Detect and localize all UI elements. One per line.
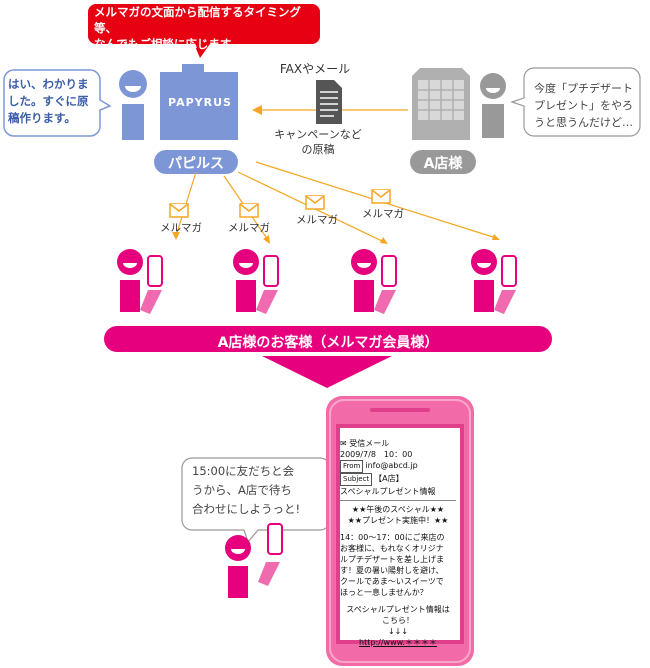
mail-footer-1: スペシャルプレゼント情報は <box>346 605 450 614</box>
customer-icon <box>471 249 517 314</box>
shop-owner-icon <box>480 73 506 138</box>
papyrus-building-icon <box>160 64 238 140</box>
mail-title: スペシャルプレゼント情報 <box>340 487 436 496</box>
customer-icon <box>351 249 397 314</box>
envelope-icon <box>305 195 325 210</box>
mail-header: 受信メール <box>349 439 390 448</box>
subject-tag: Subject <box>340 473 373 486</box>
fax-caption: キャンペーンなど の原稿 <box>274 128 362 156</box>
shop-pill <box>410 150 476 174</box>
mail-label: メルマガ <box>228 222 270 234</box>
mail-arrows: ↓↓↓ <box>387 627 409 636</box>
mail-label: メルマガ <box>160 222 202 234</box>
shop-bubble-shape <box>510 67 641 137</box>
shop-building-icon <box>412 68 470 140</box>
envelope-icons <box>169 189 391 218</box>
mail-from: info@abcd.jp <box>365 461 418 470</box>
fax-label: FAXやメール <box>279 62 351 76</box>
callout-shape <box>88 4 320 58</box>
envelope-icon: ✉ <box>340 439 350 448</box>
arrow-to-papyrus <box>252 105 262 115</box>
mail-link[interactable]: http://www.＊＊＊＊ <box>359 638 437 647</box>
papyrus-label: パピルス <box>168 156 224 172</box>
envelope-icon <box>169 203 189 218</box>
mail-arrowheads <box>172 232 500 244</box>
papyrus-pill <box>154 150 238 174</box>
mail-headline-1: ★★午後のスペシャル★★ <box>351 505 445 514</box>
mail-headline-2: ★★プレゼント実施中！★★ <box>347 516 449 525</box>
papyrus-callout: メルマガの文面から配信するタイミング等、 なんでもご相談に応じます。 <box>94 5 301 51</box>
customer-bubble-text: 15:00に友だちと会 うから、A店で待ち 合わせにしようっと! <box>192 464 301 516</box>
customer-icon <box>233 249 279 314</box>
papyrus-logo-text: PAPYRUS <box>168 96 232 109</box>
members-band <box>104 326 552 352</box>
shop-label: A店様 <box>423 156 463 172</box>
envelope-icon <box>371 189 391 204</box>
customer-icon <box>225 523 283 598</box>
reply-bubble-shape <box>3 69 112 137</box>
mail-label: メルマガ <box>296 214 338 226</box>
mail-label: メルマガ <box>362 208 404 220</box>
members-band-label: A店様のお客様（メルマガ会員様） <box>217 335 439 351</box>
from-tag: From <box>340 460 364 473</box>
document-icon <box>316 80 342 124</box>
papyrus-staff-icon <box>119 70 147 140</box>
mail-date: 2009/7/8 10：00 <box>340 450 413 459</box>
papyrus-reply-text: はい、わかりま した。すぐに原 稿作ります。 <box>8 77 89 125</box>
mail-subject: 【A店】 <box>374 474 404 483</box>
shop-bubble-text: 今度「プチデザート プレゼント」をやろ うと思うんだけど… <box>534 82 633 129</box>
mail-body: 14：00～17：00にご来店の お客様に、もれなくオリジナ ルプチデザートを差… <box>340 533 445 597</box>
mail-subject-row: Subject【A店】 <box>340 473 456 486</box>
down-arrow <box>262 356 392 388</box>
mail-footer-2: こちら！ <box>382 616 414 625</box>
mail-header-row: ✉ 受信メール <box>340 438 456 449</box>
envelope-icon <box>239 203 259 218</box>
divider <box>340 500 456 504</box>
customer-icon <box>117 249 163 314</box>
